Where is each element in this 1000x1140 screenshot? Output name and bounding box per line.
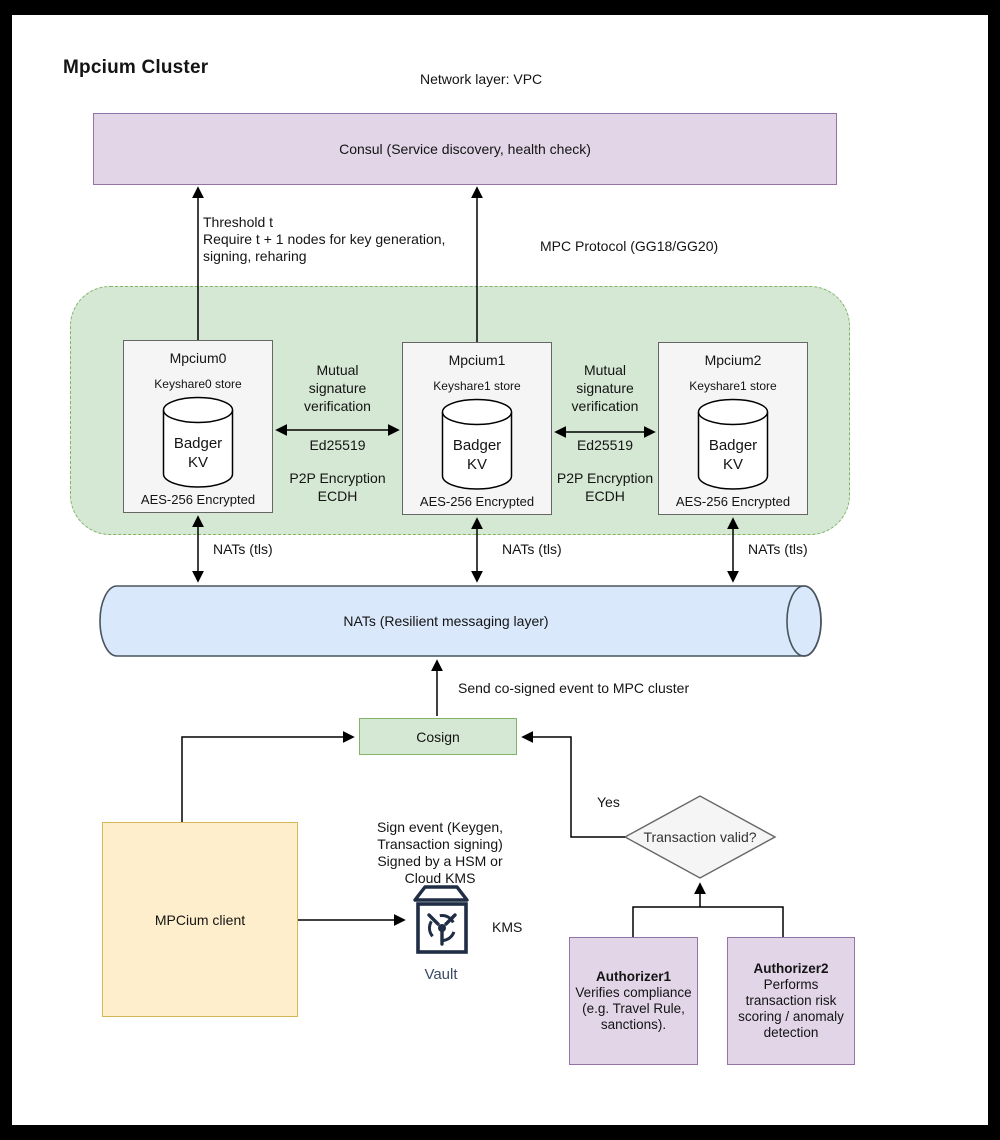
- node-title: Mpcium1: [448, 352, 506, 368]
- diamond-shape: [623, 795, 777, 879]
- vault-label: Vault: [424, 966, 458, 983]
- badger-kv-cylinder: Badger KV: [162, 396, 234, 488]
- mutual-verification-label: Mutual signature verification: [304, 362, 371, 414]
- cylinder-shape: [697, 398, 769, 490]
- badger-kv-cylinder: Badger KV: [697, 398, 769, 490]
- db-label: Badger KV: [708, 437, 758, 473]
- nats-tls-label: NATs (tls): [502, 541, 562, 557]
- cylinder-shape: [441, 398, 513, 490]
- cosign-box: Cosign: [359, 718, 517, 755]
- encryption-label: AES-256 Encrypted: [419, 494, 535, 509]
- mpc-protocol-annotation: MPC Protocol (GG18/GG20): [540, 238, 719, 254]
- mpcium-client-box: MPCium client: [102, 822, 298, 1017]
- nats-bus-label: NATs (Resilient messaging layer): [343, 613, 549, 629]
- db-label: Badger KV: [173, 435, 223, 471]
- p2p-encryption-label: P2P Encryption ECDH: [556, 470, 654, 504]
- nats-bus: NATs (Resilient messaging layer): [99, 584, 823, 658]
- keyshare-label: Keyshare0 store: [154, 377, 242, 391]
- p2p-encryption-label: P2P Encryption ECDH: [289, 470, 386, 504]
- authorizer-name: Authorizer1: [595, 969, 671, 984]
- send-cosigned-annotation: Send co-signed event to MPC cluster: [458, 680, 690, 696]
- mutual-verification-label: Mutual signature verification: [571, 362, 639, 414]
- node-mpcium2: Mpcium2 Keyshare1 store Badger KV AES-25…: [658, 342, 808, 515]
- ed25519-label: Ed25519: [576, 437, 634, 453]
- consul-label: Consul (Service discovery, health check): [339, 141, 591, 157]
- authorizer1-box: Authorizer1 Verifies compliance (e.g. Tr…: [569, 937, 698, 1065]
- node-mpcium0: Mpcium0 Keyshare0 store Badger KV AES-25…: [123, 340, 273, 513]
- authorizer-description: Performs transaction risk scoring / anom…: [738, 977, 844, 1040]
- encryption-label: AES-256 Encrypted: [675, 494, 791, 509]
- nats-tls-label: NATs (tls): [748, 541, 808, 557]
- encryption-label: AES-256 Encrypted: [140, 492, 256, 507]
- node-mpcium1: Mpcium1 Keyshare1 store Badger KV AES-25…: [402, 342, 552, 515]
- yes-label: Yes: [597, 794, 620, 810]
- badger-kv-cylinder: Badger KV: [441, 398, 513, 490]
- page-title: Mpcium Cluster: [63, 57, 209, 78]
- node-title: Mpcium0: [169, 350, 227, 366]
- cosign-label: Cosign: [416, 728, 460, 745]
- nats-tls-label: NATs (tls): [213, 541, 273, 557]
- transaction-valid-decision: Transaction valid?: [622, 794, 778, 880]
- threshold-annotation: Threshold t Require t + 1 nodes for key …: [203, 214, 446, 264]
- authorizer-name: Authorizer2: [753, 961, 829, 976]
- db-label: Badger KV: [452, 437, 502, 473]
- ed25519-label: Ed25519: [309, 437, 366, 453]
- sign-event-annotation: Sign event (Keygen, Transaction signing)…: [376, 819, 504, 886]
- node-title: Mpcium2: [704, 352, 762, 368]
- client-label: MPCium client: [154, 911, 246, 928]
- consul-box: Consul (Service discovery, health check): [93, 113, 837, 185]
- cylinder-shape: [162, 396, 234, 488]
- authorizer-description: Verifies compliance (e.g. Travel Rule, s…: [575, 985, 692, 1032]
- decision-label: Transaction valid?: [643, 829, 757, 845]
- kms-label: KMS: [492, 919, 523, 935]
- keyshare-label: Keyshare1 store: [433, 379, 521, 393]
- network-layer-label: Network layer: VPC: [420, 71, 543, 87]
- keyshare-label: Keyshare1 store: [689, 379, 777, 393]
- authorizer2-box: Authorizer2 Performs transaction risk sc…: [727, 937, 855, 1065]
- bus-cylinder-shape: [99, 585, 822, 657]
- vault-kms-icon: [413, 885, 469, 954]
